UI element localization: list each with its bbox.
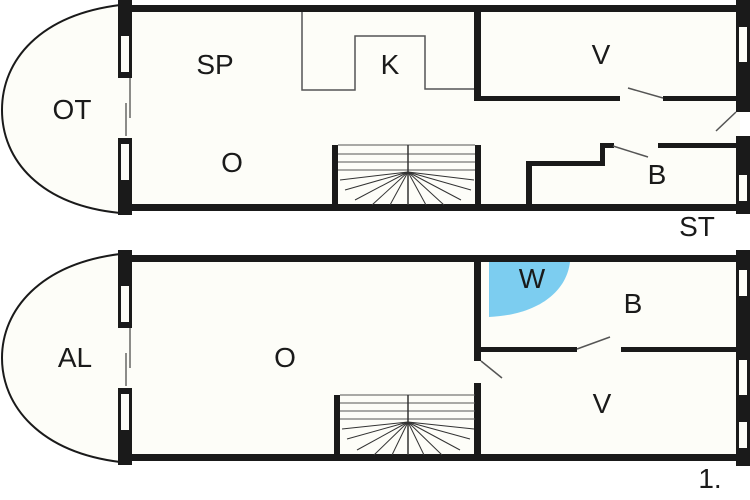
lower-bottom-wall <box>125 454 745 461</box>
room-label-b-upper: B <box>647 159 667 190</box>
room-label-w: W <box>518 263 546 294</box>
staircase-lower <box>334 394 475 457</box>
wet-area-w <box>489 262 570 317</box>
window <box>121 394 129 430</box>
lower-right-wall <box>736 250 750 466</box>
door-b-upper <box>612 145 649 158</box>
room-label-k: K <box>380 49 400 80</box>
balcony-ot <box>0 3 121 215</box>
window <box>739 270 747 296</box>
upper-top-wall <box>125 5 745 12</box>
window <box>739 422 747 448</box>
door-b-lower <box>576 336 611 350</box>
lower-top-wall <box>125 255 745 262</box>
room-label-o-upper: O <box>221 147 243 178</box>
window <box>121 144 129 180</box>
room-label-ot: OT <box>52 94 92 125</box>
kitchen-counter <box>301 12 474 91</box>
staircase-upper <box>332 144 481 207</box>
room-label-al: AL <box>57 342 93 373</box>
room-label-v-upper: V <box>591 39 611 70</box>
door-v-upper <box>627 87 664 99</box>
upper-bottom-wall <box>125 204 745 211</box>
balcony-door <box>118 78 132 138</box>
window <box>739 175 747 201</box>
lower-floor-area <box>125 258 740 458</box>
upper-floor <box>0 0 750 215</box>
floor-label-st: ST <box>679 211 715 242</box>
balcony-door <box>118 328 132 388</box>
window <box>739 27 747 62</box>
lower-floor <box>0 250 750 466</box>
room-label-sp: SP <box>196 49 234 80</box>
window <box>121 286 129 322</box>
door-v-lower <box>480 360 503 379</box>
room-label-o-lower: O <box>274 342 296 373</box>
room-label-v-lower: V <box>592 388 612 419</box>
balcony-al <box>0 252 121 464</box>
window <box>121 36 129 72</box>
floor-label-1: 1. <box>698 463 722 494</box>
room-label-b-lower: B <box>623 288 643 319</box>
entry-door <box>715 111 737 132</box>
window <box>739 360 747 395</box>
